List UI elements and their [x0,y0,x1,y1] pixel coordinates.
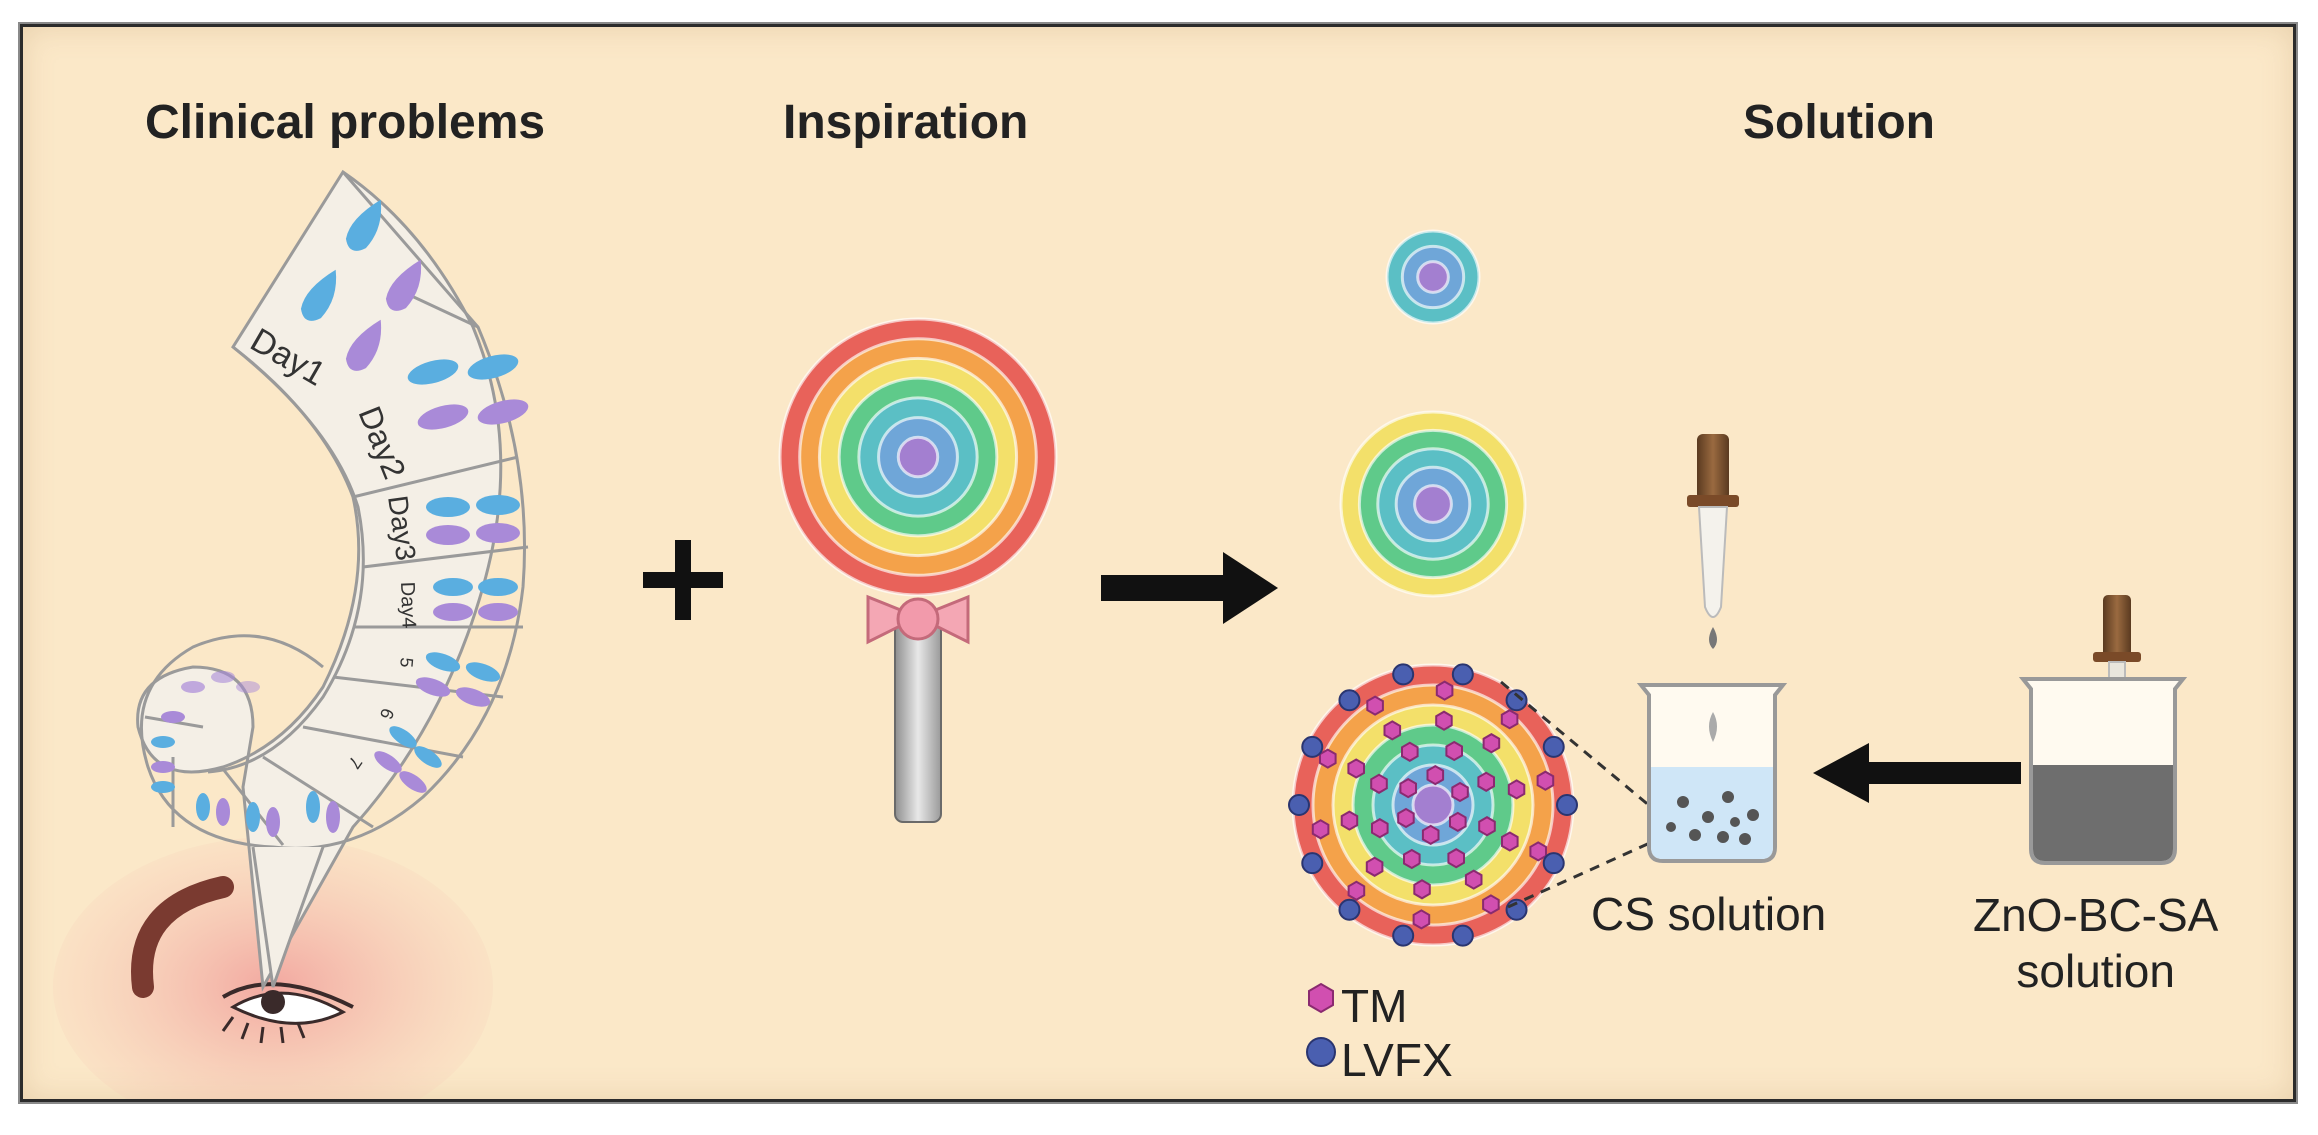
tm-marker [1340,810,1359,831]
left-arrow-icon [1813,743,2021,803]
tm-marker [1445,740,1463,762]
heading-solution: Solution [1743,96,1935,149]
tm-marker [1426,764,1445,786]
tm-marker [1371,818,1389,839]
tm-marker [1347,758,1365,779]
tm-marker [1451,781,1469,803]
tm-marker [1421,824,1440,846]
tm-marker [1403,848,1421,870]
ring-layer [1411,783,1455,827]
drops-days [151,354,529,837]
tm-marker [1449,811,1467,833]
heading-clinical-problems: Clinical problems [145,96,546,149]
tm-marker [1435,680,1454,701]
lvfx-marker [1451,924,1474,947]
tm-marker [1401,741,1419,762]
tm-marker [1319,748,1337,769]
tm-marker [1478,816,1496,837]
small-particle [1385,229,1481,325]
loaded-particle [1288,663,1578,947]
zno-label-line2: solution [2016,945,2175,998]
tm-marker [1383,720,1402,741]
lvfx-marker [1392,663,1415,686]
lvfx-marker [1301,735,1324,758]
tm-marker [1500,709,1519,730]
legend-tm-label: TM [1341,980,1408,1032]
tm-marker [1435,710,1453,731]
lvfx-marker [1392,924,1415,947]
figure-frame: Day1 Day2 Day3 Day4 5 6 7 [20,24,2296,1102]
day-label-4: Day4 [396,581,420,628]
diagram-canvas: Day1 Day2 Day3 Day4 5 6 7 [53,169,2188,1099]
plus-icon [643,540,723,620]
lollipop-icon [778,317,1058,823]
zno-beaker-icon [2018,595,2188,865]
zno-solution-label: ZnO-BC-SA solution [1973,887,2218,999]
tm-marker [1482,894,1500,915]
legend-lvfx-label: LVFX [1341,1034,1453,1086]
tm-marker [1507,779,1526,800]
right-arrow-icon [1101,552,1278,624]
tm-marker [1347,880,1366,901]
tm-marker [1464,869,1483,890]
tm-marker [1399,777,1417,799]
tm-marker [1311,819,1330,840]
lvfx-marker [1301,852,1324,875]
lvfx-marker [1288,794,1310,816]
ring-layer [896,435,940,479]
cs-solution-label: CS solution [1591,888,1827,940]
tm-marker [1447,848,1465,869]
tm-marker [1482,733,1501,754]
zno-label-line1: ZnO-BC-SA [1973,889,2219,941]
tm-marker [1366,695,1384,716]
lvfx-marker [1542,735,1565,758]
ring-layer [1413,484,1453,524]
tm-marker [1529,841,1547,862]
tm-marker [1536,770,1555,791]
legend-tm-marker [1308,982,1334,1014]
lvfx-marker [1451,663,1474,686]
dropper-icon [1687,434,1739,649]
beaker-icon [1636,683,1788,863]
tm-marker [1501,831,1519,852]
tm-marker [1412,909,1431,930]
tm-marker [1477,771,1495,792]
tm-marker [1397,807,1415,829]
day-label-5: 5 [396,657,417,669]
lvfx-marker [1556,794,1578,816]
lvfx-marker [1338,898,1361,921]
legend-lvfx-marker [1306,1037,1336,1067]
heading-inspiration: Inspiration [783,96,1029,149]
medium-particle [1339,410,1527,598]
drops-day1 [300,199,422,371]
ring-layer [1416,260,1450,294]
lvfx-marker [1338,689,1361,712]
tm-marker [1365,856,1384,877]
lvfx-marker [1505,689,1528,712]
lvfx-marker [1542,852,1565,875]
tm-marker [1370,773,1388,794]
tm-marker [1413,879,1431,900]
